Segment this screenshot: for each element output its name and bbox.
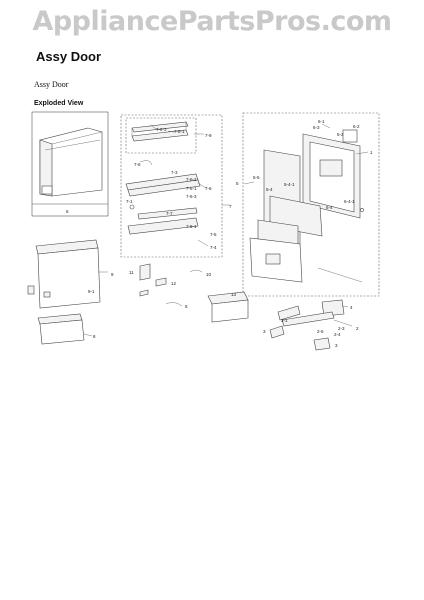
kick-panel — [37, 313, 85, 345]
label-7-6-1: 7-6-1 — [186, 186, 197, 191]
label-7-3: 7-3 — [171, 170, 178, 175]
outer-door-panel — [27, 239, 101, 309]
label-13: 13 — [231, 292, 237, 297]
label-5-2: 5-2 — [337, 132, 344, 137]
label-1: 1 — [370, 150, 373, 155]
label-7-6-a: 7-6 — [134, 162, 141, 167]
label-7-7: 7-7 — [166, 211, 173, 216]
label-7-6-b: 7-6 — [205, 186, 212, 191]
watermark: AppliancePartsPros.com — [32, 6, 392, 37]
label-9: 9 — [111, 272, 114, 277]
label-10: 10 — [206, 272, 212, 277]
label-3-1: 3-1 — [281, 318, 288, 323]
label-6-2: 6-2 — [353, 124, 360, 129]
label-7-8-3: 7-8-3 — [156, 127, 167, 132]
label-8: 8 — [93, 334, 96, 339]
hinge-parts — [269, 299, 345, 351]
label-7-5: 7-5 — [210, 232, 217, 237]
label-2-4: 2-4 — [334, 332, 341, 337]
label-12: 12 — [171, 281, 177, 286]
hardware-parts — [139, 263, 249, 323]
label-2-3: 2-3 — [338, 326, 345, 331]
door-trim-parts — [125, 121, 209, 247]
group-box-7-9 — [125, 117, 197, 154]
label-7-9: 7-9 — [205, 133, 212, 138]
label-5-5: 5-5 — [253, 175, 260, 180]
label-7-5-1: 7-5-1 — [186, 224, 197, 229]
label-6-4-1: 6-4-1 — [344, 199, 355, 204]
label-5: 5 — [236, 181, 239, 186]
label-7-6-3: 7-6-3 — [186, 194, 197, 199]
label-5-4: 5-4 — [266, 187, 273, 192]
label-2-5: 2-5 — [317, 329, 324, 334]
label-5-4-1: 5-4-1 — [284, 182, 295, 187]
group-box-7 — [120, 114, 223, 258]
dishwasher-assembly — [31, 111, 109, 217]
section-title: Exploded View — [34, 100, 84, 107]
label-9-1: 9-1 — [88, 289, 95, 294]
label-3-a: 3 — [263, 329, 266, 334]
label-7-1: 7-1 — [126, 199, 133, 204]
label-6-4: 6-4 — [326, 205, 333, 210]
label-7-8-1: 7-8-1 — [174, 129, 185, 134]
label-6-1: 6-1 — [318, 119, 325, 124]
label-7-4: 7-4 — [210, 245, 217, 250]
label-7-6-2: 7-6-2 — [186, 177, 197, 182]
label-3-b: 3 — [335, 343, 338, 348]
label-6: 6 — [66, 209, 69, 214]
group-box-5 — [242, 112, 380, 297]
label-2: 2 — [356, 326, 359, 331]
label-4: 4 — [350, 305, 353, 310]
inner-door-parts — [249, 123, 364, 283]
label-11: 11 — [129, 270, 134, 275]
label-5-b: 5 — [185, 304, 188, 309]
leader-lines — [83, 124, 369, 337]
page-subtitle: Assy Door — [34, 80, 69, 89]
label-6-3: 6-3 — [313, 125, 320, 130]
page-title: Assy Door — [36, 49, 102, 64]
label-7: 7 — [229, 204, 232, 209]
